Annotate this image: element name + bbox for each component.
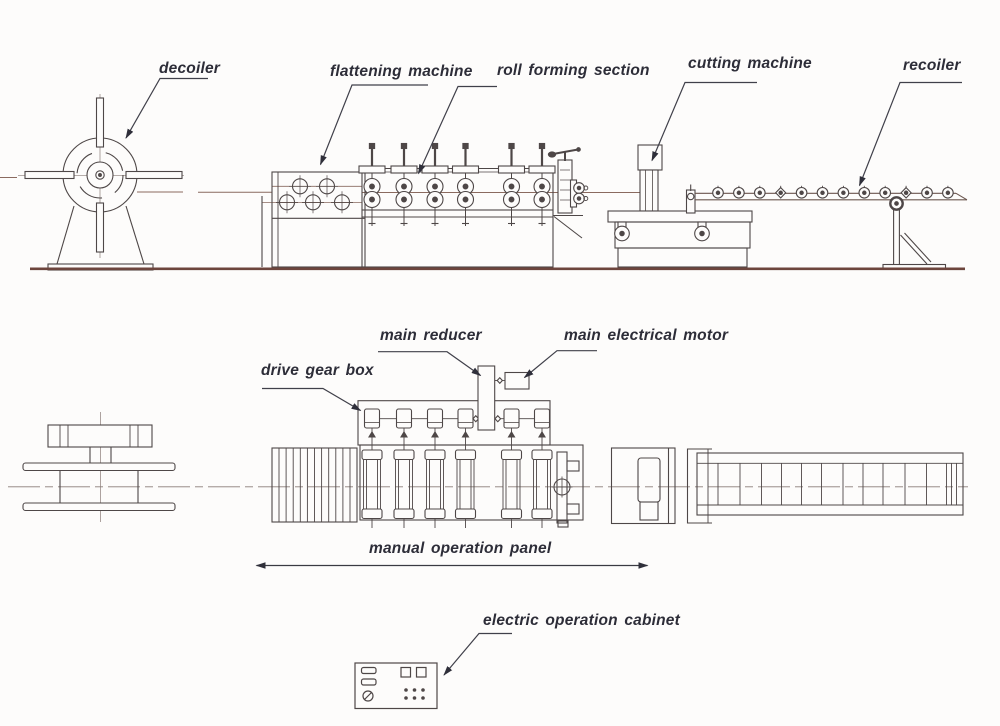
label-manual-operation-panel: manual operation panel bbox=[369, 540, 552, 557]
label-main-electrical-motor: main electrical motor bbox=[564, 327, 729, 344]
recoiler-leader bbox=[858, 81, 962, 187]
label-decoiler: decoiler bbox=[159, 60, 221, 77]
main-reducer-leader bbox=[378, 351, 482, 377]
roll-former-plan bbox=[359, 428, 584, 528]
electric-cabinet-drawing bbox=[354, 662, 438, 710]
label-main-reducer: main reducer bbox=[380, 327, 482, 344]
coil-plan bbox=[271, 447, 358, 523]
main-reducer-shape bbox=[477, 365, 496, 431]
main-motor-shape bbox=[504, 371, 530, 390]
straightener-drawing bbox=[547, 147, 589, 239]
label-roll-forming-section: roll forming section bbox=[497, 62, 650, 79]
label-cutting-machine: cutting machine bbox=[688, 55, 812, 72]
recoiler-drawing bbox=[685, 184, 968, 270]
cutting-leader bbox=[651, 81, 757, 162]
decoiler-drawing bbox=[18, 94, 184, 271]
cutting-machine-plan bbox=[610, 447, 712, 525]
decoiler-leader bbox=[125, 77, 208, 139]
flattening-machine-drawing bbox=[261, 171, 366, 268]
label-drive-gear-box: drive gear box bbox=[261, 362, 374, 379]
cabinet-leader bbox=[443, 632, 512, 676]
drive-gearbox-leader bbox=[262, 387, 362, 412]
gear-band-plan bbox=[357, 365, 551, 446]
label-flattening-machine: flattening machine bbox=[330, 63, 473, 80]
decoiler-plan bbox=[22, 412, 176, 522]
leader-lines bbox=[125, 77, 962, 676]
main-motor-leader bbox=[523, 350, 597, 379]
flattening-leader bbox=[319, 84, 428, 166]
cutting-machine-drawing bbox=[607, 144, 753, 268]
plan-view bbox=[8, 365, 968, 528]
roll-forming-drawing bbox=[358, 142, 556, 268]
label-recoiler: recoiler bbox=[903, 57, 961, 74]
runout-table-plan bbox=[696, 452, 964, 516]
label-electric-operation-cabinet: electric operation cabinet bbox=[483, 612, 680, 629]
rollforming-leader bbox=[417, 85, 497, 175]
